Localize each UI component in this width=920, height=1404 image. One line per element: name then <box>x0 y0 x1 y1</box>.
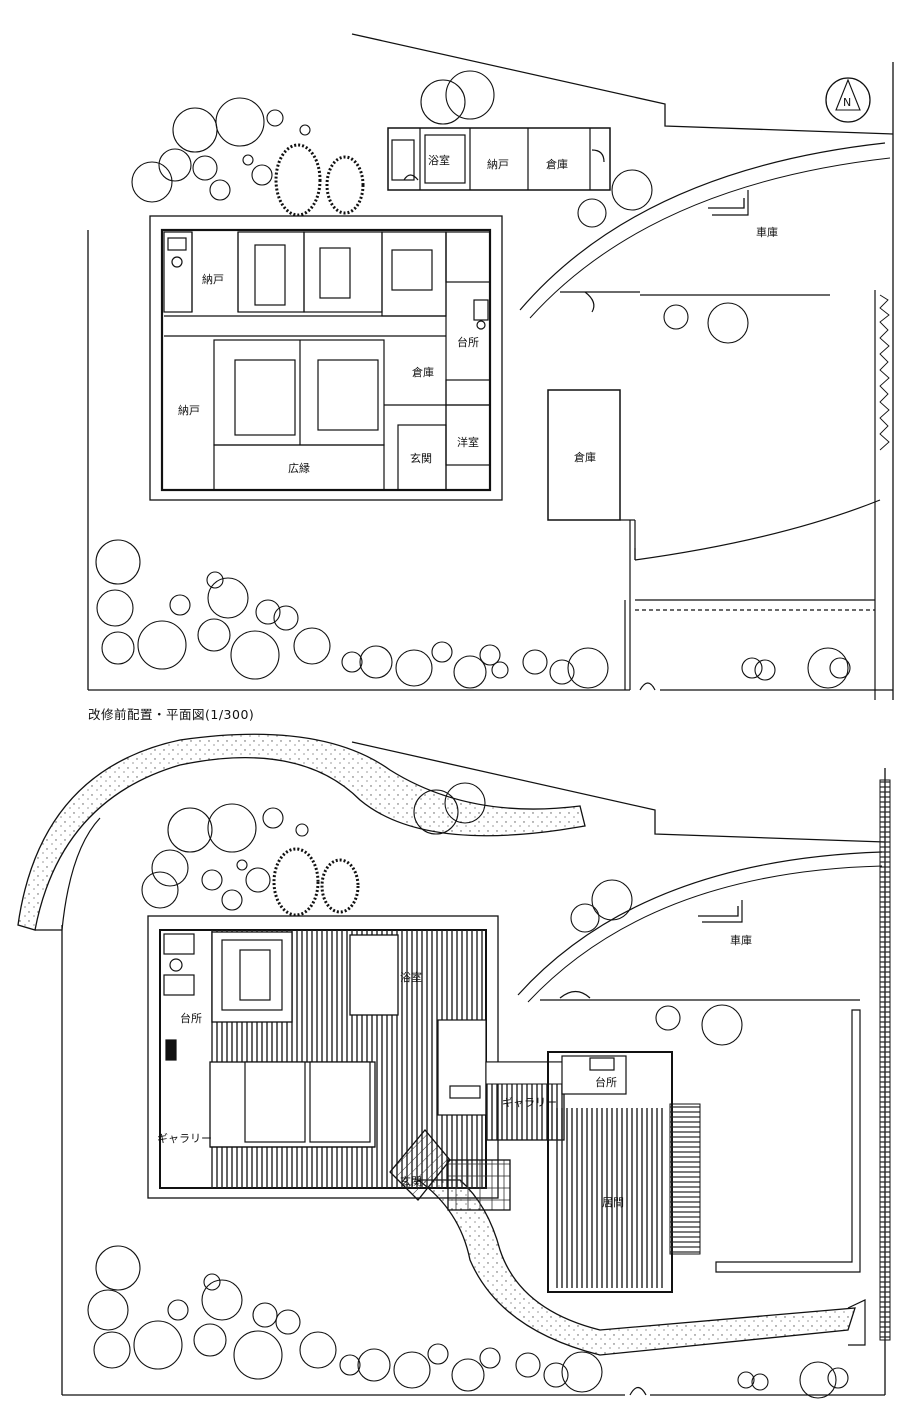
room-label-western-room: 洋室 <box>457 435 479 449</box>
room-label-gallery-center: ギャラリー <box>502 1096 557 1109</box>
room-label-entrance-after: 玄関 <box>400 1174 422 1188</box>
room-label-gallery-left: ギャラリー <box>157 1132 212 1145</box>
room-label-kitchen: 台所 <box>457 335 479 349</box>
room-labels-before: 浴室 納戸 倉庫 車庫 納戸 納戸 台所 倉庫 広縁 玄関 洋室 倉庫 <box>178 153 778 475</box>
trees-after <box>87 782 849 1399</box>
room-label-garage-after: 車庫 <box>730 933 752 947</box>
trees-before <box>95 70 851 689</box>
room-label-storage-annex: 納戸 <box>487 158 509 171</box>
north-arrow-icon: N <box>825 77 871 123</box>
room-label-warehouse-annex: 倉庫 <box>546 157 568 171</box>
room-label-garage: 車庫 <box>756 225 778 239</box>
room-label-kitchen-left: 台所 <box>180 1011 202 1025</box>
room-label-kitchen-right: 台所 <box>595 1075 617 1089</box>
room-label-living: 居間 <box>602 1196 624 1209</box>
room-labels-after: 車庫 浴室 台所 ギャラリー ギャラリー 台所 玄関 居間 <box>157 933 752 1209</box>
north-symbol-letter: N <box>843 96 851 109</box>
room-label-warehouse-main: 倉庫 <box>412 365 434 379</box>
plan-after <box>17 733 891 1399</box>
room-label-bath-after: 浴室 <box>400 970 422 984</box>
room-label-bath: 浴室 <box>428 153 450 167</box>
room-label-storage-upper: 納戸 <box>202 273 224 286</box>
room-label-veranda: 広縁 <box>288 461 310 475</box>
room-label-warehouse-right: 倉庫 <box>574 450 596 464</box>
room-label-storage-left: 納戸 <box>178 404 200 417</box>
plan-before: N <box>87 33 894 700</box>
room-label-entrance: 玄関 <box>410 451 432 465</box>
drawing-caption: 改修前配置・平面図(1/300) <box>88 707 255 722</box>
